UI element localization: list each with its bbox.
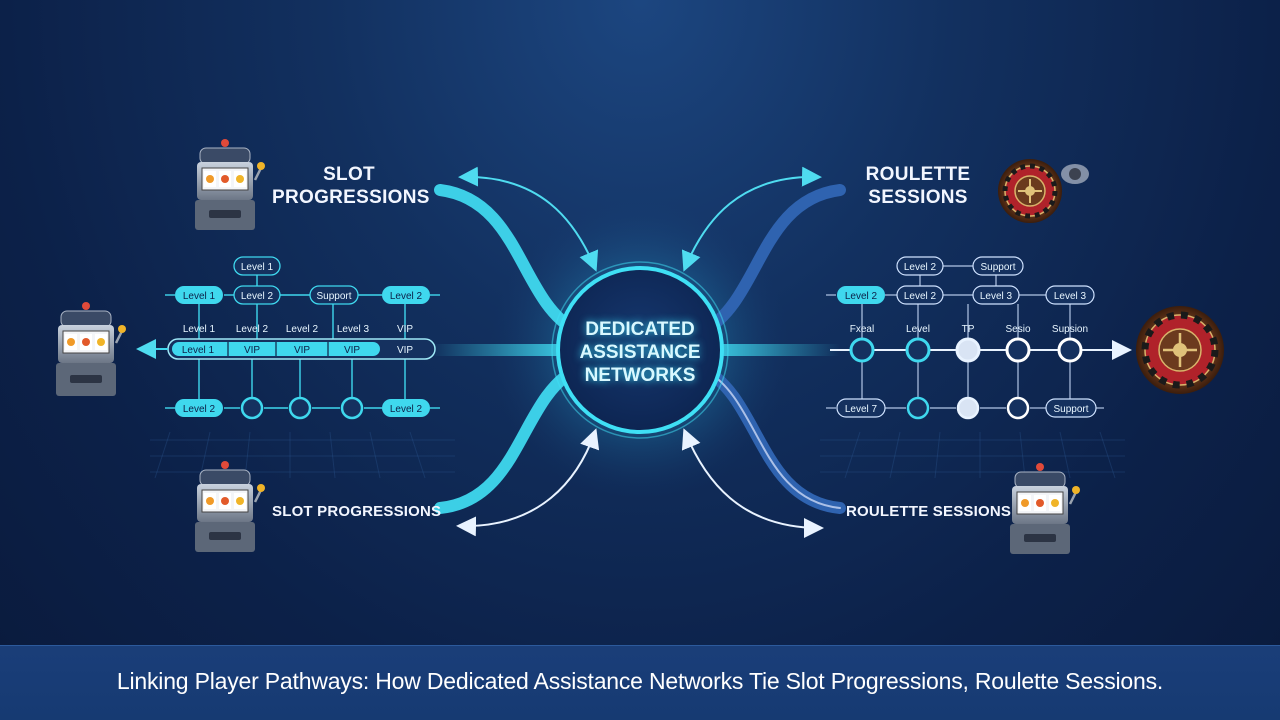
svg-text:Support: Support — [1053, 404, 1088, 415]
left-row4-pill-1 — [175, 399, 223, 417]
svg-text:Level: Level — [906, 324, 930, 335]
left-top-pill — [233, 256, 281, 276]
left-row1-pill-1 — [175, 286, 223, 304]
svg-text:Support: Support — [316, 291, 351, 302]
svg-text:Support: Support — [980, 262, 1015, 273]
right-node — [1006, 396, 1030, 420]
left-node — [288, 396, 312, 420]
left-row1-pill-4 — [382, 286, 430, 304]
right-top-pill-1 — [896, 256, 944, 276]
svg-text:Level 3: Level 3 — [1054, 291, 1087, 302]
arrow-arcs — [456, 166, 824, 538]
svg-text:Level 2: Level 2 — [183, 404, 216, 415]
right-node — [955, 337, 981, 363]
caption: Linking Player Pathways: How Dedicated A… — [116, 668, 1164, 694]
svg-text:Level 2: Level 2 — [904, 262, 937, 273]
svg-text:Level 7: Level 7 — [845, 404, 878, 415]
svg-text:TP: TP — [962, 324, 975, 335]
left-node — [340, 396, 364, 420]
hub-circle — [556, 266, 724, 434]
svg-text:Level 2: Level 2 — [845, 291, 878, 302]
roulette-wheel-icon — [1136, 306, 1224, 394]
left-beam — [430, 344, 570, 356]
right-row4-pill-1 — [836, 398, 886, 418]
right-node — [905, 337, 931, 363]
right-top-pill-2 — [972, 256, 1024, 276]
svg-text:Supsion: Supsion — [1052, 324, 1088, 335]
svg-text:Level 3: Level 3 — [980, 291, 1013, 302]
right-row1-pill-2 — [896, 285, 944, 305]
caption-bar — [0, 645, 1280, 720]
right-beam — [710, 344, 840, 356]
right-node — [1057, 337, 1083, 363]
left-row4-pill-2 — [382, 399, 430, 417]
svg-text:Level 2: Level 2 — [241, 291, 274, 302]
right-node — [906, 396, 930, 420]
right-node — [849, 337, 875, 363]
right-progression-panel: Level 2 Support Level 2 Level 2 Level 3 … — [826, 256, 1132, 420]
right-row1-pill-1 — [837, 286, 885, 304]
svg-text:Level 1: Level 1 — [183, 324, 216, 335]
svg-text:Level 1: Level 1 — [183, 291, 216, 302]
right-row4-pill-2 — [1045, 398, 1097, 418]
left-node — [240, 396, 264, 420]
svg-text:Level 2: Level 2 — [390, 404, 423, 415]
left-progression-panel: Level 1 Level 1 Level 2 Support Level 2 … — [136, 256, 440, 420]
svg-text:Level 1: Level 1 — [241, 262, 274, 273]
svg-text:Level 3: Level 3 — [337, 324, 370, 335]
left-floor-grid — [150, 431, 455, 479]
svg-text:VIP: VIP — [344, 345, 360, 356]
right-node — [956, 396, 980, 420]
slot-progressions-label-bottom: SLOT PROGRESSIONS — [272, 503, 442, 520]
svg-text:VIP: VIP — [294, 345, 310, 356]
svg-text:VIP: VIP — [397, 324, 413, 335]
slot-machine-icon — [56, 302, 126, 396]
right-row1-pill-3 — [972, 285, 1020, 305]
ball-motion-icon — [1061, 164, 1089, 184]
slot-machine-icon — [195, 461, 265, 552]
svg-text:VIP: VIP — [244, 345, 260, 356]
svg-text:Level 2: Level 2 — [236, 324, 269, 335]
svg-text:VIP: VIP — [397, 345, 413, 356]
slot-machine-icon — [195, 139, 265, 230]
right-row1-pill-4 — [1045, 285, 1095, 305]
right-node — [1005, 337, 1031, 363]
svg-text:Fxeal: Fxeal — [850, 324, 874, 335]
roulette-sessions-label-bottom: ROULETTE SESSIONS — [846, 503, 1012, 520]
svg-text:Level 1: Level 1 — [182, 345, 215, 356]
svg-text:Sesio: Sesio — [1005, 324, 1030, 335]
right-floor-grid — [820, 431, 1125, 479]
slot-machine-icon — [1010, 463, 1080, 554]
left-row1-pill-2 — [233, 285, 281, 305]
roulette-wheel-icon — [998, 159, 1062, 223]
svg-text:Level 2: Level 2 — [904, 291, 937, 302]
svg-text:Level 2: Level 2 — [286, 324, 319, 335]
svg-text:Level 2: Level 2 — [390, 291, 423, 302]
left-row1-pill-3 — [309, 285, 359, 305]
